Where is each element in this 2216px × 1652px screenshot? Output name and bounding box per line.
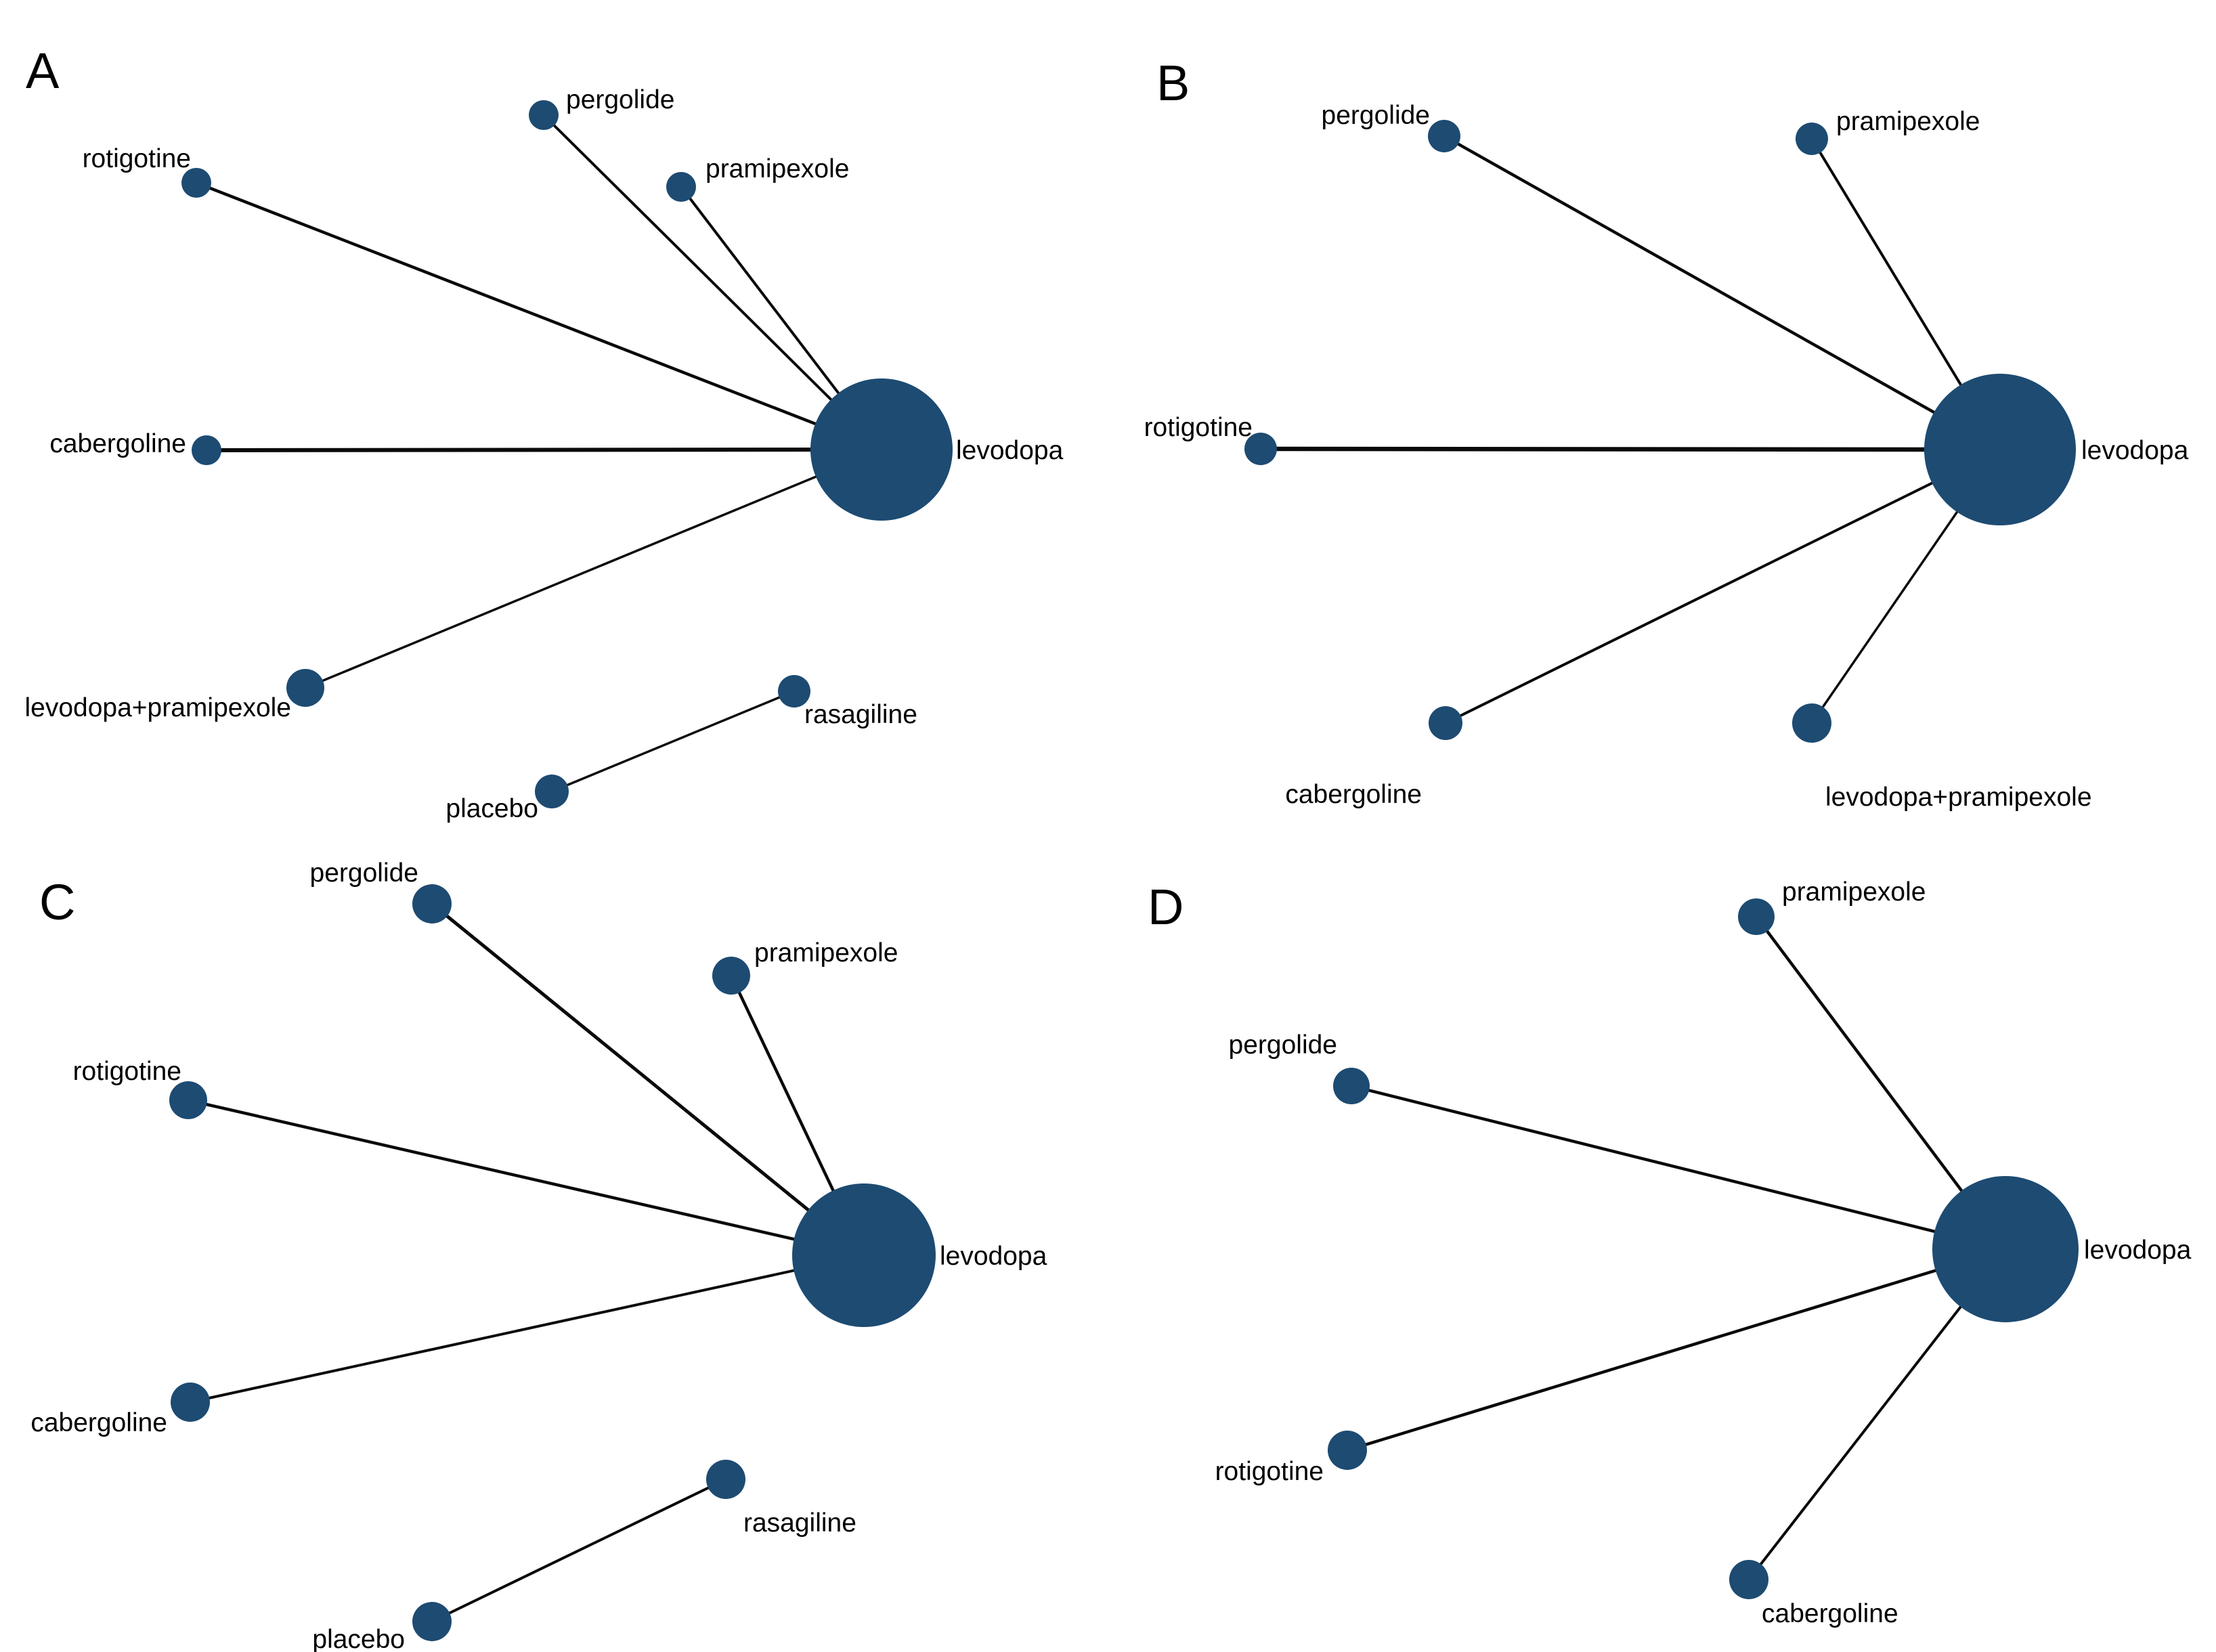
node-A-pergolide <box>529 100 559 130</box>
node-label-C-cabergoline: cabergoline <box>30 1408 167 1437</box>
node-label-A-cabergoline: cabergoline <box>49 429 186 458</box>
edge-B-pergolide-levodopa <box>1443 135 2001 451</box>
node-A-placebo <box>535 775 569 808</box>
edge-D-pergolide-levodopa <box>1351 1084 2006 1251</box>
node-label-C-levodopa: levodopa <box>940 1242 1047 1271</box>
node-D-pramipexole <box>1738 898 1775 935</box>
panel-label-B: B <box>1156 55 1190 111</box>
node-C-placebo <box>412 1602 452 1641</box>
node-A-levodopa <box>810 378 953 521</box>
node-A-levodopa+pramipexole <box>286 669 324 707</box>
node-label-B-pramipexole: pramipexole <box>1836 107 1980 136</box>
node-D-rotigotine <box>1328 1431 1367 1470</box>
node-C-cabergoline <box>171 1383 210 1422</box>
edge-A-pergolide-levodopa <box>542 114 883 451</box>
edge-C-pergolide-levodopa <box>431 903 865 1257</box>
node-C-rasagiline <box>706 1460 745 1499</box>
node-B-cabergoline <box>1429 706 1462 740</box>
node-label-B-cabergoline: cabergoline <box>1285 780 1422 809</box>
node-B-pergolide <box>1428 120 1460 152</box>
node-label-B-levodopa: levodopa <box>2081 436 2189 465</box>
node-label-C-rotigotine: rotigotine <box>73 1057 181 1086</box>
edge-C-placebo-rasagiline <box>431 1478 726 1623</box>
node-A-rasagiline <box>778 675 810 708</box>
node-B-rotigotine <box>1244 433 1277 465</box>
node-label-A-levodopa: levodopa <box>956 436 1064 465</box>
node-D-cabergoline <box>1729 1560 1768 1599</box>
node-label-D-rotigotine: rotigotine <box>1215 1457 1324 1486</box>
node-B-levodopa <box>1924 374 2076 525</box>
edge-B-cabergoline-levodopa <box>1445 448 2001 724</box>
node-A-cabergoline <box>192 435 221 465</box>
edge-C-cabergoline-levodopa <box>190 1254 865 1404</box>
node-label-D-cabergoline: cabergoline <box>1762 1599 1898 1628</box>
node-label-D-levodopa: levodopa <box>2084 1236 2192 1265</box>
edge-B-rotigotine-levodopa <box>1260 446 2001 452</box>
node-A-rotigotine <box>181 168 211 198</box>
node-B-pramipexole <box>1796 123 1828 155</box>
node-C-rotigotine <box>169 1081 207 1119</box>
node-label-A-placebo: placebo <box>446 794 538 823</box>
edge-D-rotigotine-levodopa <box>1347 1247 2006 1452</box>
node-label-D-pergolide: pergolide <box>1229 1030 1337 1060</box>
node-label-A-rasagiline: rasagiline <box>804 700 917 729</box>
node-D-pergolide <box>1333 1068 1370 1104</box>
edge-C-rotigotine-levodopa <box>188 1098 865 1257</box>
node-label-B-rotigotine: rotigotine <box>1144 413 1253 442</box>
node-label-A-levodopa+pramipexole: levodopa+pramipexole <box>24 693 291 722</box>
node-label-B-levodopa+pramipexole: levodopa+pramipexole <box>1825 783 2092 812</box>
panel-label-A: A <box>26 43 60 99</box>
panel-label-D: D <box>1148 879 1183 935</box>
edge-A-rotigotine-levodopa <box>196 181 882 452</box>
node-label-A-pergolide: pergolide <box>566 85 674 114</box>
node-label-A-rotigotine: rotigotine <box>83 144 191 173</box>
edge-A-placebo-rasagiline <box>551 690 795 793</box>
node-label-C-placebo: placebo <box>312 1625 405 1652</box>
node-label-B-pergolide: pergolide <box>1322 101 1430 130</box>
node-label-C-rasagiline: rasagiline <box>743 1508 856 1538</box>
node-D-levodopa <box>1932 1176 2079 1322</box>
edge-A-levodopa+pramipexole-levodopa <box>305 448 882 689</box>
node-C-levodopa <box>792 1183 936 1327</box>
node-B-levodopa+pramipexole <box>1792 703 1831 743</box>
node-C-pramipexole <box>712 957 750 995</box>
node-A-pramipexole <box>666 172 696 202</box>
node-label-D-pramipexole: pramipexole <box>1782 877 1926 907</box>
node-C-pergolide <box>412 884 452 923</box>
node-label-C-pergolide: pergolide <box>310 858 418 888</box>
node-label-A-pramipexole: pramipexole <box>705 154 849 183</box>
panel-label-C: C <box>39 874 75 930</box>
node-label-C-pramipexole: pramipexole <box>754 938 898 968</box>
